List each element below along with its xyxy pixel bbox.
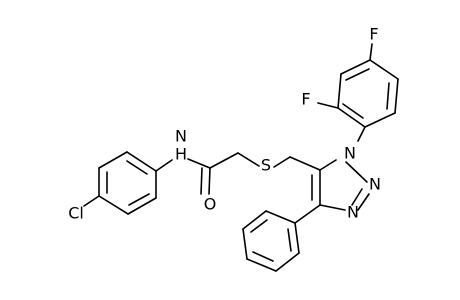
bond: [250, 219, 268, 233]
sulfur-label: S: [261, 156, 271, 175]
bond: [246, 258, 277, 272]
bond: [200, 167, 203, 195]
bond: [337, 73, 342, 109]
bond: [252, 251, 274, 262]
bond: [275, 252, 300, 272]
bond-lines: [83, 43, 399, 272]
bond: [265, 210, 296, 224]
amide-hydrogen-label: H: [175, 145, 187, 164]
bond: [351, 188, 363, 206]
bond: [209, 152, 239, 169]
bond: [287, 228, 292, 252]
bond: [83, 195, 100, 207]
bond: [237, 152, 260, 167]
bond: [289, 156, 321, 171]
bond: [369, 59, 399, 80]
bond: [242, 210, 267, 230]
bond: [319, 204, 346, 211]
bond: [394, 78, 399, 114]
chlorine-label: Cl: [68, 204, 84, 223]
bond: [127, 197, 157, 215]
bond: [98, 151, 128, 169]
bond: [337, 107, 366, 128]
amide-nitrogen-label: N: [175, 127, 187, 146]
bond: [98, 195, 129, 215]
fluorine-label-para: F: [369, 25, 378, 44]
bond: [187, 158, 211, 169]
bond: [357, 126, 366, 142]
atom-labels: F F N H N N N S O Cl: [68, 25, 381, 223]
bond: [126, 151, 157, 172]
triazole-n1-label: N: [344, 144, 356, 163]
triazole-n2-label: N: [369, 175, 381, 194]
bond: [155, 159, 173, 172]
triazole-n3-label: N: [347, 203, 359, 222]
bond: [345, 68, 370, 81]
bond: [386, 82, 390, 110]
bond: [317, 102, 339, 109]
bond: [345, 161, 368, 183]
bond: [126, 160, 148, 175]
bond: [294, 222, 300, 254]
bond: [364, 112, 396, 128]
bond: [319, 159, 337, 171]
bond: [369, 43, 373, 61]
bond: [342, 103, 364, 119]
bond: [208, 167, 211, 195]
bond: [128, 193, 150, 206]
oxygen-label: O: [204, 195, 217, 214]
bond: [340, 59, 371, 75]
bond: [294, 204, 321, 224]
bond: [357, 193, 370, 211]
bond: [273, 156, 291, 168]
bond: [242, 228, 248, 260]
fluorine-label-ortho: F: [301, 90, 310, 109]
